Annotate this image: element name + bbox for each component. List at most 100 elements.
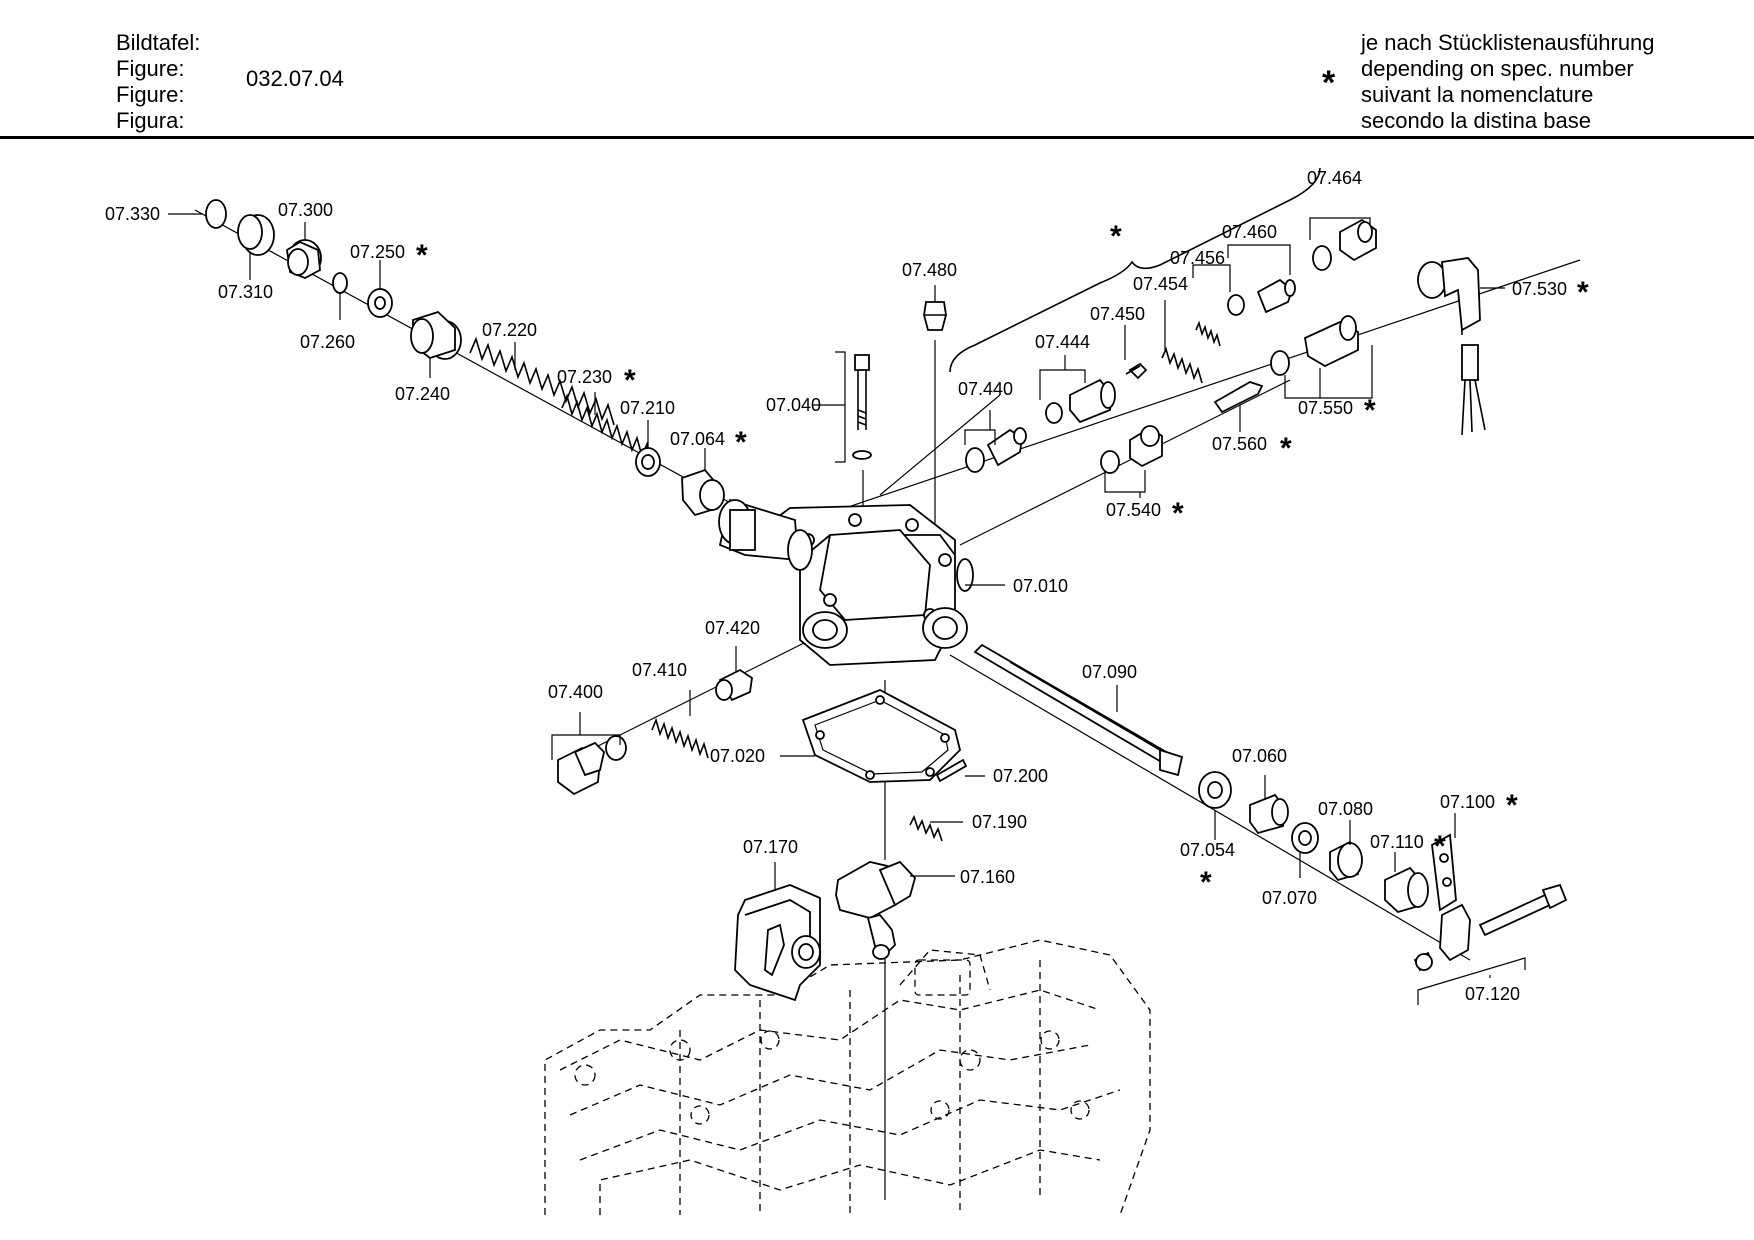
callout-07160: 07.160 [960,867,1015,887]
label-bildtafel: Bildtafel: [116,30,201,55]
washer-07210 [635,447,661,477]
callout-07450: 07.450 [1090,304,1145,324]
callout-07064: 07.064 [670,429,725,449]
left-axis-parts [205,199,725,517]
washer-07250 [367,288,393,318]
label-figure-fr: Figure: [116,82,185,107]
callout-07456: 07.456 [1170,248,1225,268]
callout-07540: 07.540 [1106,500,1161,520]
sensor-07540 [1129,425,1163,468]
callout-07300: 07.300 [278,200,333,220]
callout-07260: 07.260 [300,332,355,352]
nut-07464 [1339,218,1377,262]
piston-07240 [410,310,462,360]
callout-07464: 07.464 [1307,168,1362,188]
callout-07310: 07.310 [218,282,273,302]
callout-07100: 07.100 [1440,792,1495,812]
callout-07444: 07.444 [1035,332,1090,352]
footnote-de: je nach Stücklistenausführung [1361,30,1655,55]
washer-07444 [1045,402,1063,424]
bushing-07080 [1329,840,1363,882]
switch-07550 [1303,315,1359,368]
bolt-07040 [852,354,872,460]
spring-07220 [469,336,615,426]
bracket-07170 [734,884,821,1002]
shaft-07090 [973,643,1184,777]
lower-left-parts [557,668,753,796]
lever-07100 [1431,833,1457,912]
piston-07420 [715,668,753,702]
pin-07200 [935,758,968,783]
spring-07190 [909,814,943,842]
callout-07090: 07.090 [1082,662,1137,682]
callout-07250-asterisk: * [416,239,428,272]
footnote-asterisk: * [1322,64,1336,102]
transmission-housing-outline [544,939,1151,1216]
label-figura: Figura: [116,108,185,133]
adapter-07440 [986,427,1027,467]
callout-07064-asterisk: * [735,426,747,459]
callout-07220: 07.220 [482,320,537,340]
callout-07020: 07.020 [710,746,765,766]
switch-07460 [1256,278,1296,314]
callout-07070: 07.070 [1262,888,1317,908]
callout-07054-asterisk: * [1200,866,1212,899]
clamp-07120 [1413,883,1568,972]
callout-07060: 07.060 [1232,746,1287,766]
callout-07440: 07.440 [958,379,1013,399]
spring-07410 [651,717,709,759]
label-figure-en: Figure: [116,56,185,81]
callout-07454: 07.454 [1133,274,1188,294]
washer-07070 [1291,822,1319,854]
pin-07450 [1125,362,1148,380]
callout-07110: 07.110 [1370,832,1424,852]
plug-07480 [923,301,947,331]
figure-header-labels: Bildtafel: Figure: Figure: Figura: [116,30,200,134]
upper-right-parts [965,218,1486,474]
callout-07410: 07.410 [632,660,687,680]
retaining-ring-07330 [205,199,227,229]
callout-07170: 07.170 [743,837,798,857]
bushing-07064 [681,468,725,517]
callout-07230: 07.230 [557,367,612,387]
plug-07400 [557,741,605,796]
bushing-07060 [1249,793,1289,835]
selector-07160 [835,860,917,960]
washer-07550 [1270,350,1290,376]
washer-07440 [965,447,985,473]
callout-07400: 07.400 [548,682,603,702]
gasket-07020 [801,689,961,783]
callout-07210: 07.210 [620,398,675,418]
callout-07230-asterisk: * [624,364,636,397]
footnote-fr: suivant la nomenclature [1361,82,1594,107]
group-asterisk: * [1110,220,1122,253]
bushing-07110 [1384,866,1429,914]
washer-07540 [1100,450,1120,474]
bushing-07300 [286,239,322,279]
callout-07120: 07.120 [1465,984,1520,1004]
callout-07560: 07.560 [1212,434,1267,454]
footnote-text: je nach Stücklistenausführung depending … [1361,30,1655,134]
lower-right-parts [1198,771,1568,972]
washer-07464 [1312,245,1332,271]
callout-07530-asterisk: * [1577,276,1589,309]
callout-07054: 07.054 [1180,840,1235,860]
callout-07550-asterisk: * [1364,394,1376,427]
callout-07010: 07.010 [1013,576,1068,596]
callout-07330: 07.330 [105,204,160,224]
cap-07310 [237,214,275,256]
footnote-it: secondo la distina base [1361,108,1591,133]
callout-07190: 07.190 [972,812,1027,832]
callout-07480: 07.480 [902,260,957,280]
connector-07530 [1417,257,1486,436]
callout-07080: 07.080 [1318,799,1373,819]
callout-leaders [168,167,1526,1005]
callout-07240: 07.240 [395,384,450,404]
spring-07230 [561,393,653,463]
callout-07110-asterisk: * [1434,830,1446,863]
exploded-parts-diagram: 07.330 07.300 07.310 07.250 * 07.260 07.… [105,167,1589,1216]
callout-07040: 07.040 [766,395,821,415]
callout-07100-asterisk: * [1506,789,1518,822]
spring-07454 [1161,346,1203,384]
sleeve-07444 [1069,378,1116,424]
